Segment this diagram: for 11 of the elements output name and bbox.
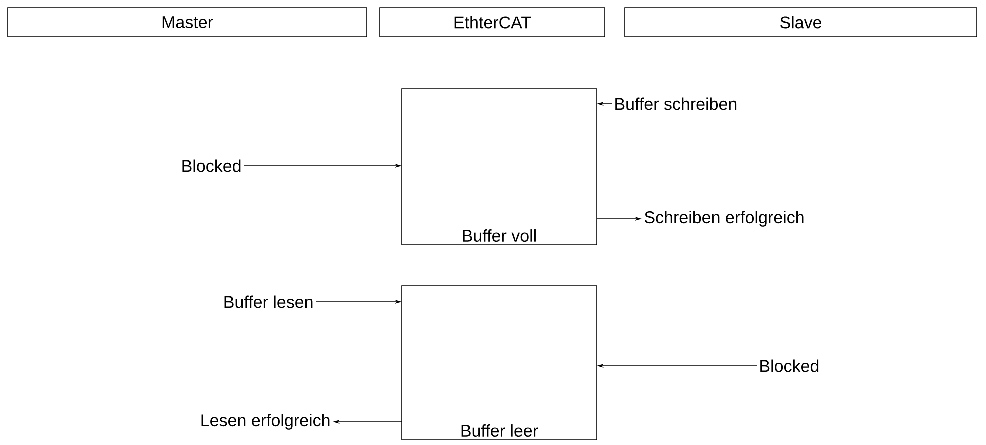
signal-label: Lesen erfolgreich [202, 414, 330, 430]
signal-label: Blocked [182, 160, 241, 172]
signal-label: Buffer lesen [224, 296, 313, 308]
signal-label: Buffer schreiben [616, 98, 737, 110]
buffer-box: Buffer voll [402, 88, 598, 246]
header-box: Slave [624, 8, 978, 38]
signal-label: Blocked [760, 360, 819, 372]
buffer-box: Buffer leer [402, 286, 598, 440]
signal-label: Schreiben erfolgreich [644, 211, 804, 227]
header-box: Master [8, 8, 368, 38]
header-box: EthterCAT [380, 8, 606, 38]
